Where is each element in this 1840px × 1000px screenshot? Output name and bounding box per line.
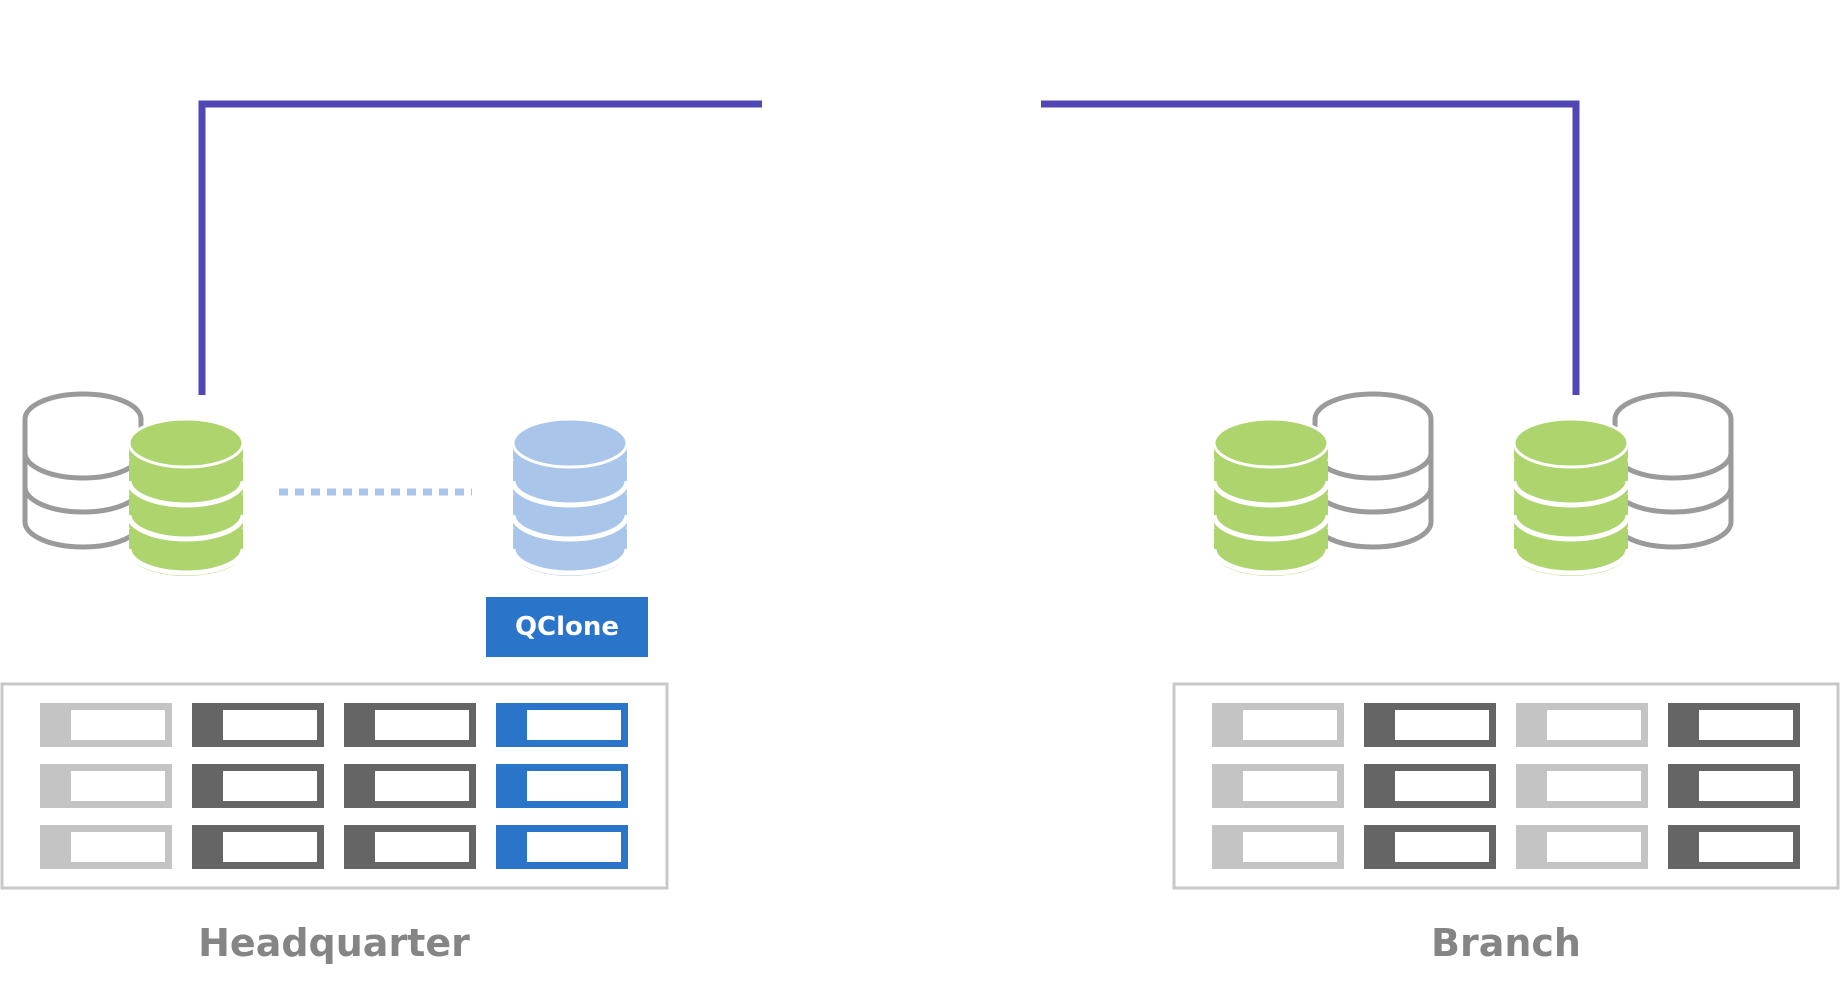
database-outline-icon [1315,394,1431,547]
hq-drive-bays [40,703,628,869]
drive-slot [527,832,621,862]
drive-slot [1547,710,1641,740]
drive-slot [1699,710,1793,740]
drive-slot [1699,832,1793,862]
drive-slot [527,710,621,740]
drive-slot [1699,771,1793,801]
headquarter-label: Headquarter [198,921,470,965]
drive-slot [223,832,317,862]
drive-slot [375,771,469,801]
drive-slot [1243,771,1337,801]
database-green-icon [1211,417,1331,576]
database-blue-icon [510,417,630,576]
database-green-icon [1511,417,1631,576]
branch-link-line [1041,100,1580,395]
hq-link-line [198,100,762,395]
database-outline-icon [25,394,141,547]
drive-slot [1395,771,1489,801]
drive-slot [71,771,165,801]
drive-slot [71,832,165,862]
drive-slot [1395,832,1489,862]
drive-slot [1243,832,1337,862]
branch-drive-bays [1212,703,1800,869]
drive-slot [375,710,469,740]
qclone-badge: QClone [486,597,648,657]
drive-slot [1547,832,1641,862]
drive-slot [527,771,621,801]
drive-slot [1395,710,1489,740]
branch-label: Branch [1431,921,1581,965]
database-outline-icon [1615,394,1731,547]
drive-slot [375,832,469,862]
database-green-icon [126,417,246,576]
drive-slot [1243,710,1337,740]
drive-slot [71,710,165,740]
drive-slot [1547,771,1641,801]
drive-slot [223,710,317,740]
drive-slot [223,771,317,801]
